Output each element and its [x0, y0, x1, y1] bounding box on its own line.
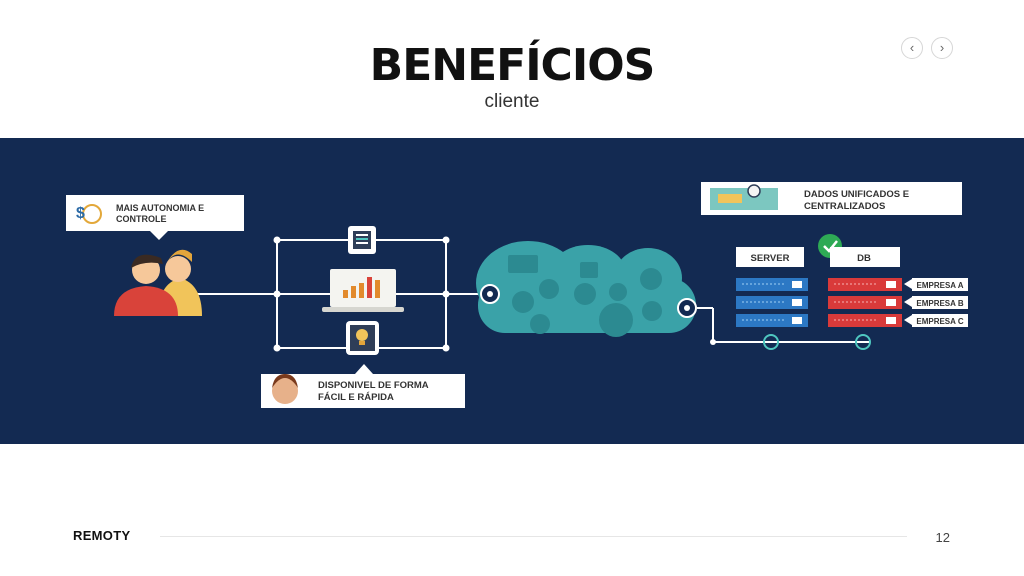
autonomy-line-1: MAIS AUTONOMIA E [116, 203, 204, 213]
document-icon [348, 226, 376, 254]
slide-title: BENEFÍCIOS [369, 40, 656, 91]
laptop-chart-icon [322, 269, 404, 312]
previous-slide-button[interactable]: ‹ [901, 37, 923, 59]
cloud-icon [476, 241, 697, 337]
unified-line-2: CENTRALIZADOS [804, 201, 885, 212]
next-slide-button[interactable]: › [931, 37, 953, 59]
infographic-banner: $ MAIS AUTONOMIA E CONTROLE [0, 138, 1024, 444]
person-avatar-icon [272, 378, 298, 404]
svg-text:$: $ [76, 205, 85, 222]
callout-access: DISPONIVEL DE FORMA FÁCIL E RÁPIDA [261, 364, 465, 408]
users-icon [114, 249, 202, 316]
clock-money-icon [82, 204, 102, 224]
autonomy-line-2: CONTROLE [116, 214, 167, 224]
chevron-right-icon: › [939, 40, 945, 55]
unified-line-1: DADOS UNIFICADOS E [804, 189, 909, 200]
company-a-label: EMPRESA A [917, 281, 964, 290]
access-line-1: DISPONIVEL DE FORMA [318, 380, 429, 391]
footer-divider [160, 536, 907, 537]
callout-unified-data: DADOS UNIFICADOS E CENTRALIZADOS [701, 182, 962, 215]
server-block: SERVER [736, 247, 808, 350]
callout-autonomy: $ MAIS AUTONOMIA E CONTROLE [66, 195, 244, 240]
server-label: SERVER [751, 253, 790, 264]
company-c-label: EMPRESA C [916, 317, 963, 326]
company-tags: EMPRESA A EMPRESA B EMPRESA C [904, 278, 968, 327]
page-number: 12 [935, 530, 950, 545]
access-line-2: FÁCIL E RÁPIDA [318, 392, 394, 403]
connector-dots [273, 236, 716, 352]
map-icon [710, 188, 778, 210]
slide-subtitle: cliente [484, 91, 540, 112]
infographic-image: $ MAIS AUTONOMIA E CONTROLE [66, 182, 968, 408]
database-block: DB [828, 247, 902, 350]
chevron-left-icon: ‹ [909, 40, 915, 55]
company-b-label: EMPRESA B [916, 299, 963, 308]
tablet-lightbulb-icon [346, 321, 379, 355]
footer-brand: REMOTY [73, 528, 131, 543]
db-label: DB [857, 253, 871, 264]
